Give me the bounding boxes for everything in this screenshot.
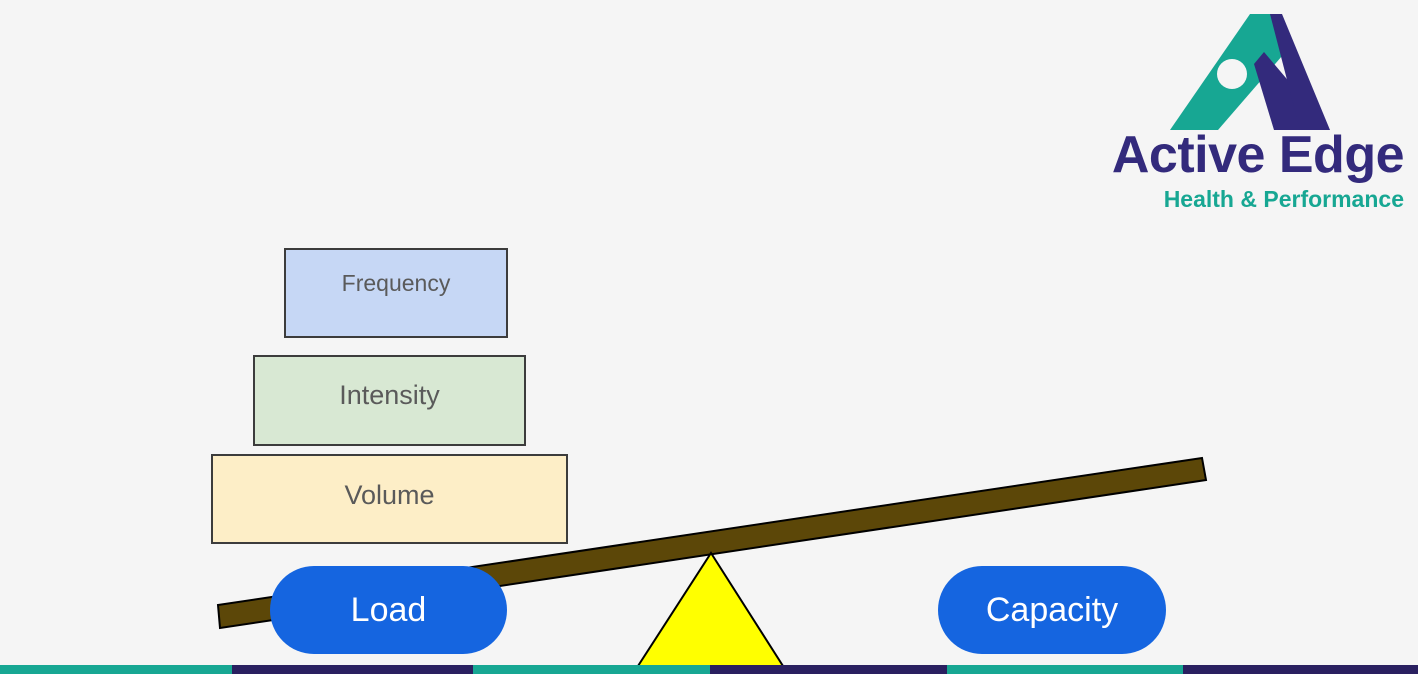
stack-box-volume: Volume <box>211 454 568 544</box>
pill-load[interactable]: Load <box>270 566 507 654</box>
logo-navy-right-shape <box>1270 14 1330 130</box>
logo-dot-icon <box>1217 59 1247 89</box>
bottom-strip-segment-4 <box>710 665 947 674</box>
triangle-fulcrum-icon <box>636 551 785 667</box>
bottom-strip-segment-2 <box>232 665 473 674</box>
brand-logo: Active Edge Health & Performance <box>1092 12 1405 212</box>
bottom-strip-segment-1 <box>0 665 232 674</box>
pill-capacity[interactable]: Capacity <box>938 566 1166 654</box>
bottom-strip-segment-6 <box>1183 665 1418 674</box>
bottom-strip-segment-3 <box>473 665 710 674</box>
logo-tagline: Health & Performance <box>1163 186 1404 212</box>
mountain-a-mark-icon <box>1154 12 1344 132</box>
bottom-strip-segment-5 <box>947 665 1183 674</box>
stack-box-frequency: Frequency <box>284 248 508 338</box>
stack-box-intensity: Intensity <box>253 355 526 446</box>
logo-wordmark: Active Edge <box>1111 126 1405 184</box>
bottom-accent-strip <box>0 665 1418 674</box>
